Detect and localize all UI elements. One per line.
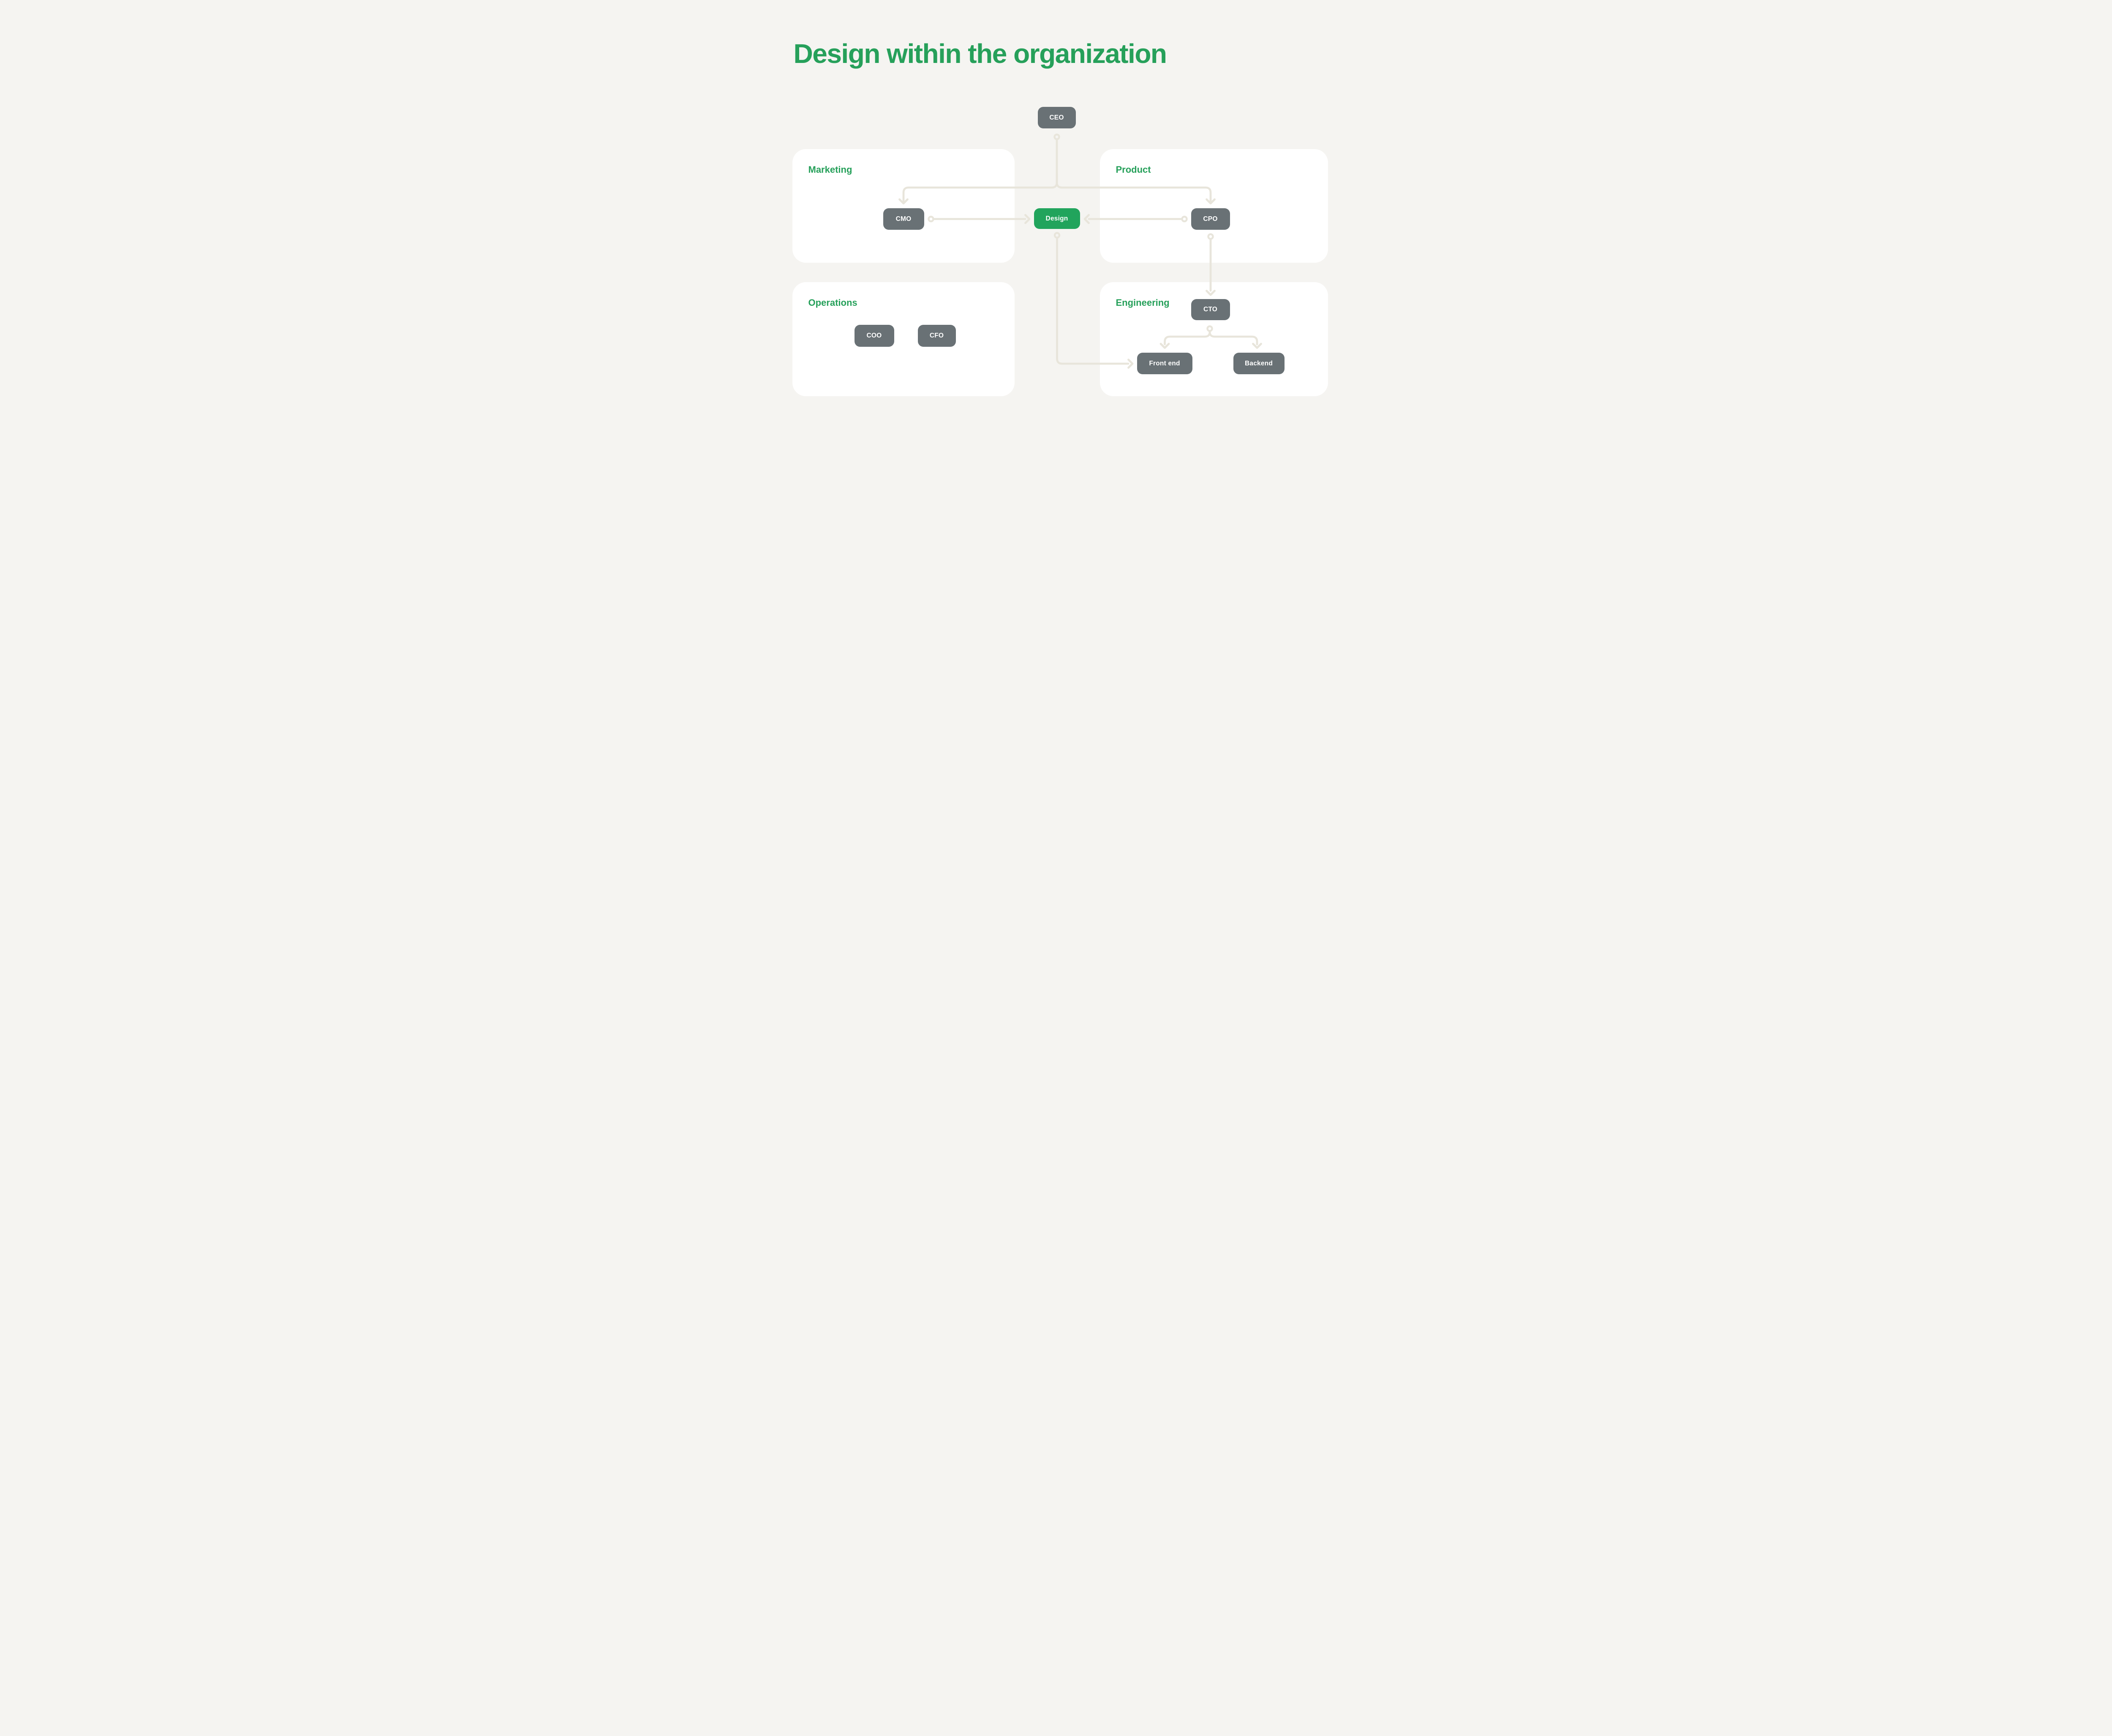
panel-product-label: Product <box>1116 164 1151 175</box>
panel-operations-label: Operations <box>808 297 857 308</box>
node-ceo: CEO <box>1037 107 1076 128</box>
panel-marketing: Marketing <box>792 149 1015 263</box>
arrowhead-left-icon <box>1083 214 1090 224</box>
node-cpo: CPO <box>1191 208 1230 230</box>
panel-product: Product <box>1100 149 1328 263</box>
node-coo: COO <box>854 325 894 347</box>
connector-dot <box>1053 133 1060 140</box>
node-cmo: CMO <box>883 208 924 230</box>
node-cto: CTO <box>1191 299 1230 320</box>
node-frontend: Front end <box>1137 353 1192 374</box>
panel-engineering-label: Engineering <box>1116 297 1170 308</box>
arrowhead-right-icon <box>1024 214 1030 224</box>
panel-marketing-label: Marketing <box>808 164 852 175</box>
node-backend: Backend <box>1233 353 1285 374</box>
page-title: Design within the organization <box>793 38 1168 69</box>
node-cfo: CFO <box>917 325 956 347</box>
org-chart-canvas: Design within the organization Marketing… <box>751 0 1361 434</box>
connector-dot <box>1053 232 1060 239</box>
node-design: Design <box>1034 208 1080 229</box>
panel-operations: Operations <box>792 282 1015 396</box>
